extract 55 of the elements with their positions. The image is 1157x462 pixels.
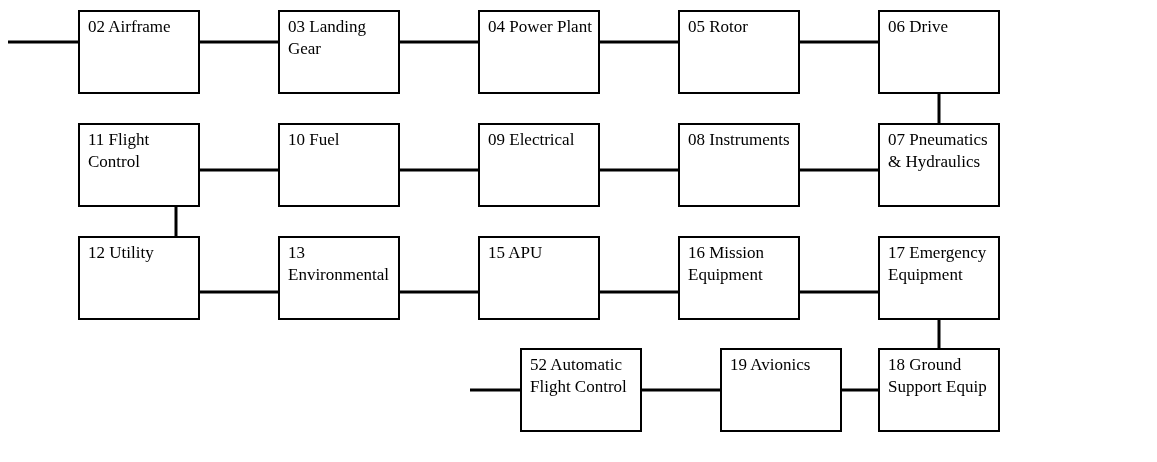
system-box: [278, 10, 400, 94]
system-box: [520, 348, 642, 432]
system-box: [478, 236, 600, 320]
system-label: 17 Emergency Equipment: [888, 242, 988, 286]
system-box: [878, 123, 1000, 207]
system-label: 12 Utility: [88, 242, 155, 264]
connector-line: [642, 388, 720, 392]
connector-line: [200, 40, 278, 44]
system-box: [278, 236, 400, 320]
connector-line: [400, 290, 478, 294]
system-label: 07 Pneumatics & Hydraulics: [888, 129, 989, 173]
system-box: [478, 10, 600, 94]
connector-line: [600, 290, 678, 294]
system-label: 15 APU: [488, 242, 544, 264]
connector-line: [937, 94, 941, 123]
system-label: 03 Landing Gear: [288, 16, 367, 60]
connector-line: [800, 290, 878, 294]
connector-line: [842, 388, 878, 392]
system-label: 11 Flight Control: [88, 129, 151, 173]
connector-line: [200, 290, 278, 294]
connector-line: [400, 168, 478, 172]
system-label: 19 Avionics: [730, 354, 812, 376]
system-box: [878, 10, 1000, 94]
system-box: [878, 348, 1000, 432]
connector-line: [600, 40, 678, 44]
connector-line: [600, 168, 678, 172]
system-box: [278, 123, 400, 207]
system-label: 06 Drive: [888, 16, 949, 38]
system-label: 09 Electrical: [488, 129, 576, 151]
system-label: 04 Power Plant: [488, 16, 592, 38]
connector-line: [8, 40, 78, 44]
connector-line: [800, 40, 878, 44]
system-box: [78, 236, 200, 320]
connector-line: [800, 168, 878, 172]
system-label: 16 Mission Equipment: [688, 242, 766, 286]
system-label: 05 Rotor: [688, 16, 749, 38]
system-label: 52 Automatic Flight Control: [530, 354, 628, 398]
connector-line: [937, 320, 941, 348]
system-box: [678, 123, 800, 207]
system-box: [878, 236, 1000, 320]
system-label: 02 Airframe: [88, 16, 172, 38]
system-label: 08 Instruments: [688, 129, 791, 151]
system-box: [478, 123, 600, 207]
system-box: [678, 10, 800, 94]
system-box: [720, 348, 842, 432]
connector-line: [470, 388, 520, 392]
connector-line: [174, 207, 178, 236]
system-label: 10 Fuel: [288, 129, 341, 151]
system-box: [78, 123, 200, 207]
system-box: [78, 10, 200, 94]
system-label: 13 Environmental: [288, 242, 391, 286]
system-label: 18 Ground Support Equip: [888, 354, 988, 398]
connector-line: [400, 40, 478, 44]
system-box: [678, 236, 800, 320]
connector-line: [200, 168, 278, 172]
